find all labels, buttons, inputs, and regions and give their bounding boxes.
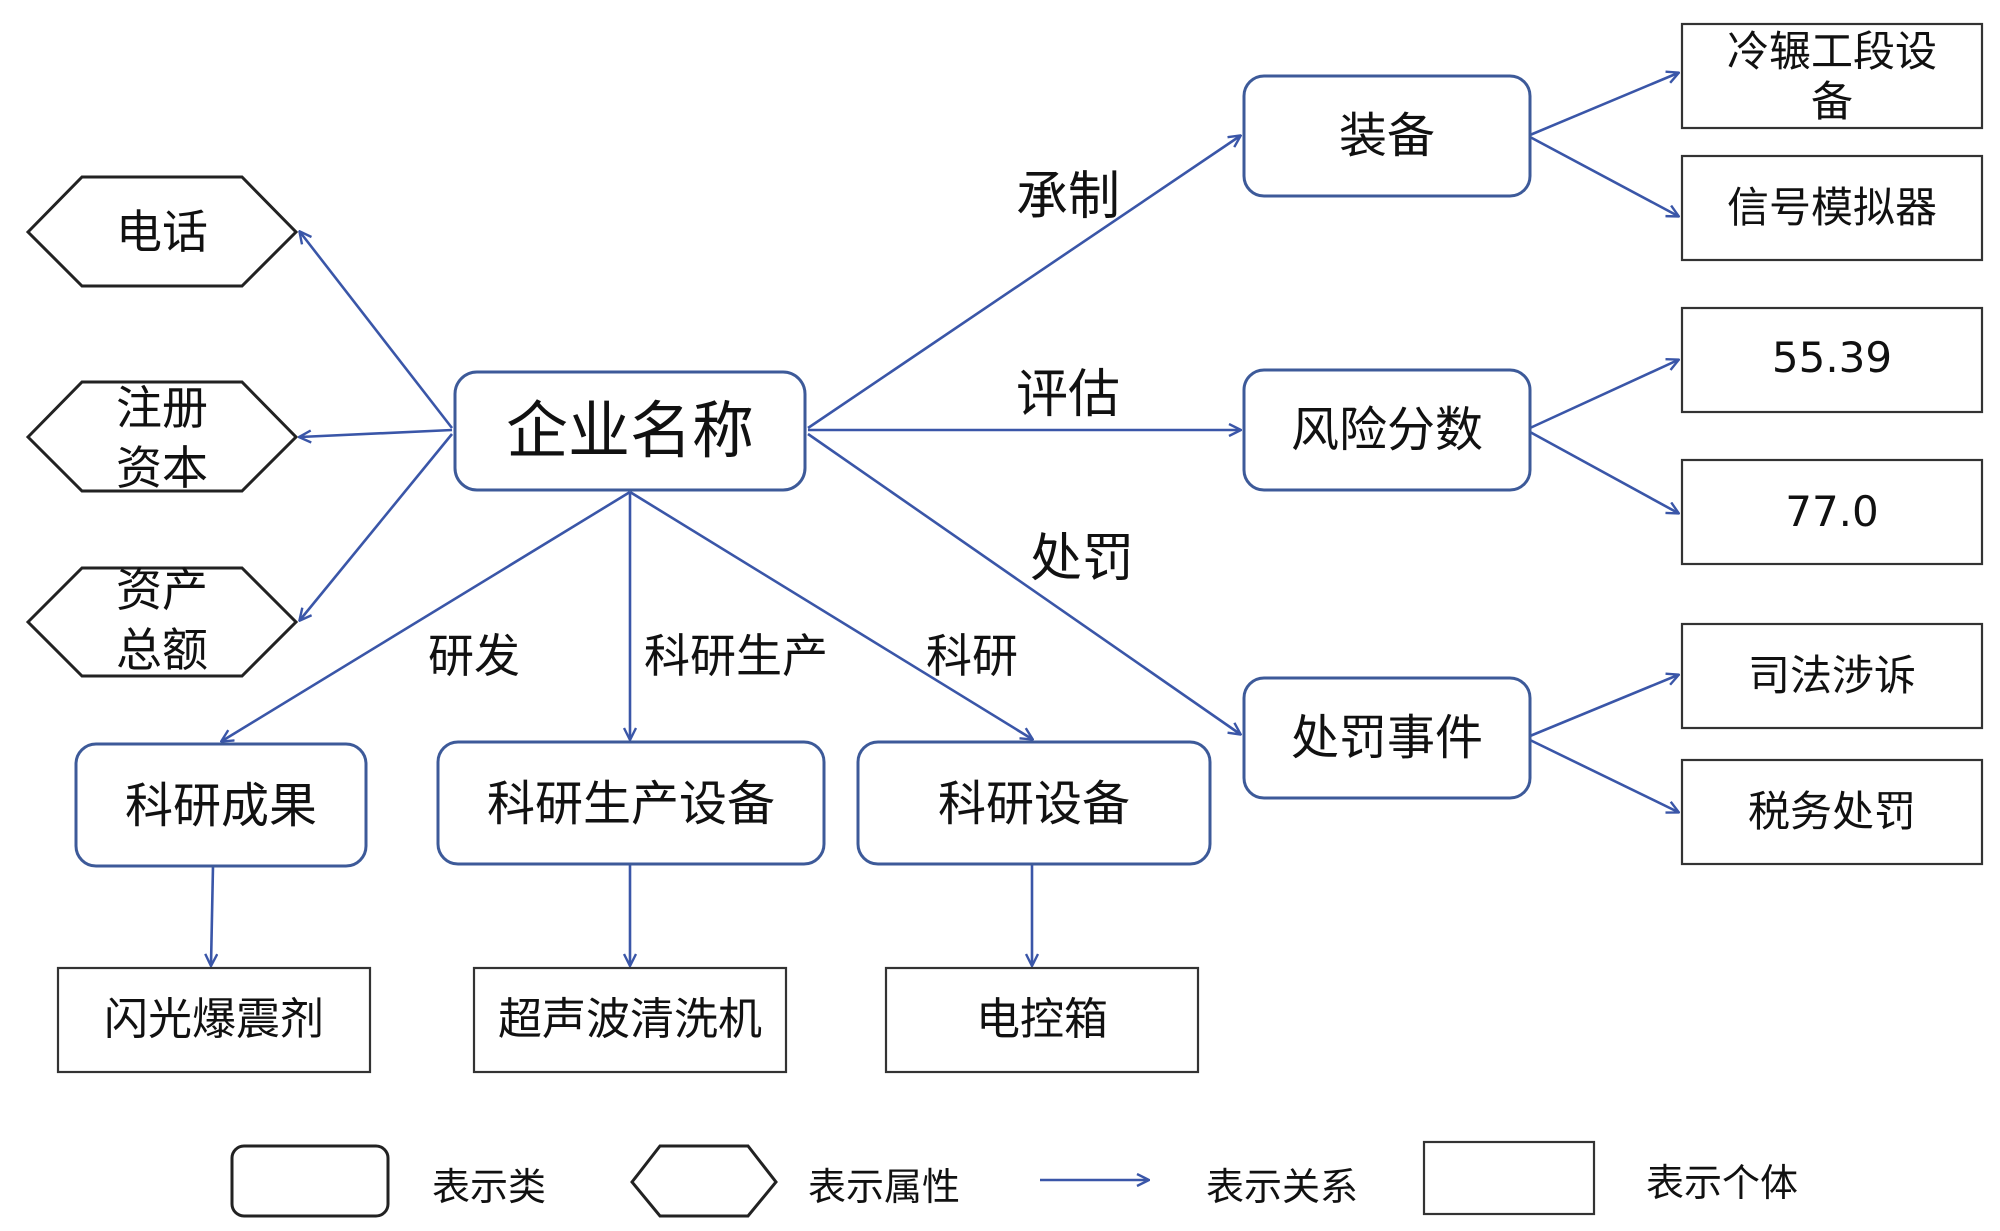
center-class-node: 企业名称 [453, 370, 807, 492]
legend-relation: 表示关系 [1040, 1165, 1358, 1209]
edge-center-equipment [807, 136, 1240, 430]
instance-label: 77.0 [1785, 487, 1879, 536]
attribute-label: 资产 [116, 563, 208, 617]
attribute-registered-capital: 注册 资本 [25, 380, 299, 495]
instance-label: 司法涉诉 [1748, 651, 1916, 700]
relation-label: 处罚 [1030, 529, 1134, 589]
edge-penalty-inst2 [1529, 738, 1678, 812]
instance-label: 信号模拟器 [1727, 183, 1937, 232]
relation-label: 评估 [1016, 365, 1120, 425]
class-label: 科研成果 [125, 778, 317, 834]
class-node-equipment: 装备 [1242, 74, 1532, 198]
edge-center-phone [300, 232, 454, 429]
legend-instance: 表示个体 [1422, 1140, 1798, 1216]
class-node-production-equipment: 科研生产设备 [436, 740, 826, 866]
class-label: 风险分数 [1291, 402, 1483, 458]
edge-results-instance [211, 865, 213, 965]
edge-center-research-results [222, 490, 631, 741]
legend-label: 表示类 [432, 1165, 546, 1209]
edge-center-capital [300, 428, 453, 437]
legend-attribute: 表示属性 [630, 1144, 960, 1218]
legend-label: 表示关系 [1206, 1165, 1358, 1209]
attribute-label: 资本 [116, 441, 208, 495]
instance-label: 电控箱 [976, 994, 1108, 1045]
attribute-label: 电话 [116, 205, 208, 259]
instance-tax-penalty: 税务处罚 [1680, 758, 1984, 866]
edge-risk-inst1 [1529, 360, 1678, 430]
class-node-research-equipment: 科研设备 [856, 740, 1212, 866]
class-node-research-results: 科研成果 [74, 742, 368, 868]
class-label: 处罚事件 [1291, 710, 1483, 766]
attribute-total-assets: 资产 总额 [25, 563, 299, 678]
attribute-label: 总额 [116, 623, 208, 677]
instance-score-1: 55.39 [1680, 306, 1984, 414]
center-class-label: 企业名称 [506, 394, 754, 467]
class-node-risk-score: 风险分数 [1242, 368, 1532, 492]
instance-label: 备 [1811, 77, 1853, 126]
instance-signal-simulator: 信号模拟器 [1680, 154, 1984, 262]
relation-label: 承制 [1016, 167, 1120, 227]
legend-label: 表示个体 [1646, 1161, 1798, 1205]
instance-ultrasonic-cleaner: 超声波清洗机 [472, 966, 788, 1074]
class-label: 科研生产设备 [487, 776, 775, 832]
edge-risk-inst2 [1529, 430, 1678, 513]
instance-label: 超声波清洗机 [498, 994, 762, 1045]
attribute-label: 注册 [116, 381, 208, 435]
instance-label: 税务处罚 [1748, 787, 1916, 836]
instance-control-box: 电控箱 [884, 966, 1200, 1074]
legend: 表示类 表示属性 表示关系 表示个体 [230, 1140, 1798, 1218]
instance-score-2: 77.0 [1680, 458, 1984, 566]
relation-label: 研发 [428, 629, 520, 683]
instance-label: 55.39 [1772, 333, 1892, 382]
edge-equipment-inst1 [1529, 73, 1678, 137]
relation-label: 科研 [926, 629, 1018, 683]
edge-equipment-inst2 [1529, 135, 1678, 216]
attribute-phone: 电话 [25, 175, 299, 288]
edge-center-research-equipment [629, 490, 1032, 739]
class-label: 科研设备 [938, 776, 1130, 832]
class-label: 装备 [1339, 108, 1435, 164]
legend-class: 表示类 [230, 1144, 546, 1218]
instance-judicial-litigation: 司法涉诉 [1680, 622, 1984, 730]
instance-flash-detonator: 闪光爆震剂 [56, 966, 372, 1074]
relation-label: 科研生产 [644, 629, 828, 683]
edge-penalty-inst1 [1529, 675, 1678, 738]
instance-label: 冷辗工段设 [1727, 27, 1937, 76]
class-node-penalty-event: 处罚事件 [1242, 676, 1532, 800]
instance-cold-rolling-equipment: 冷辗工段设 备 [1680, 22, 1984, 130]
edge-center-assets [300, 433, 454, 620]
edge-center-penalty [807, 432, 1240, 734]
legend-label: 表示属性 [808, 1165, 960, 1209]
instance-label: 闪光爆震剂 [104, 994, 324, 1045]
